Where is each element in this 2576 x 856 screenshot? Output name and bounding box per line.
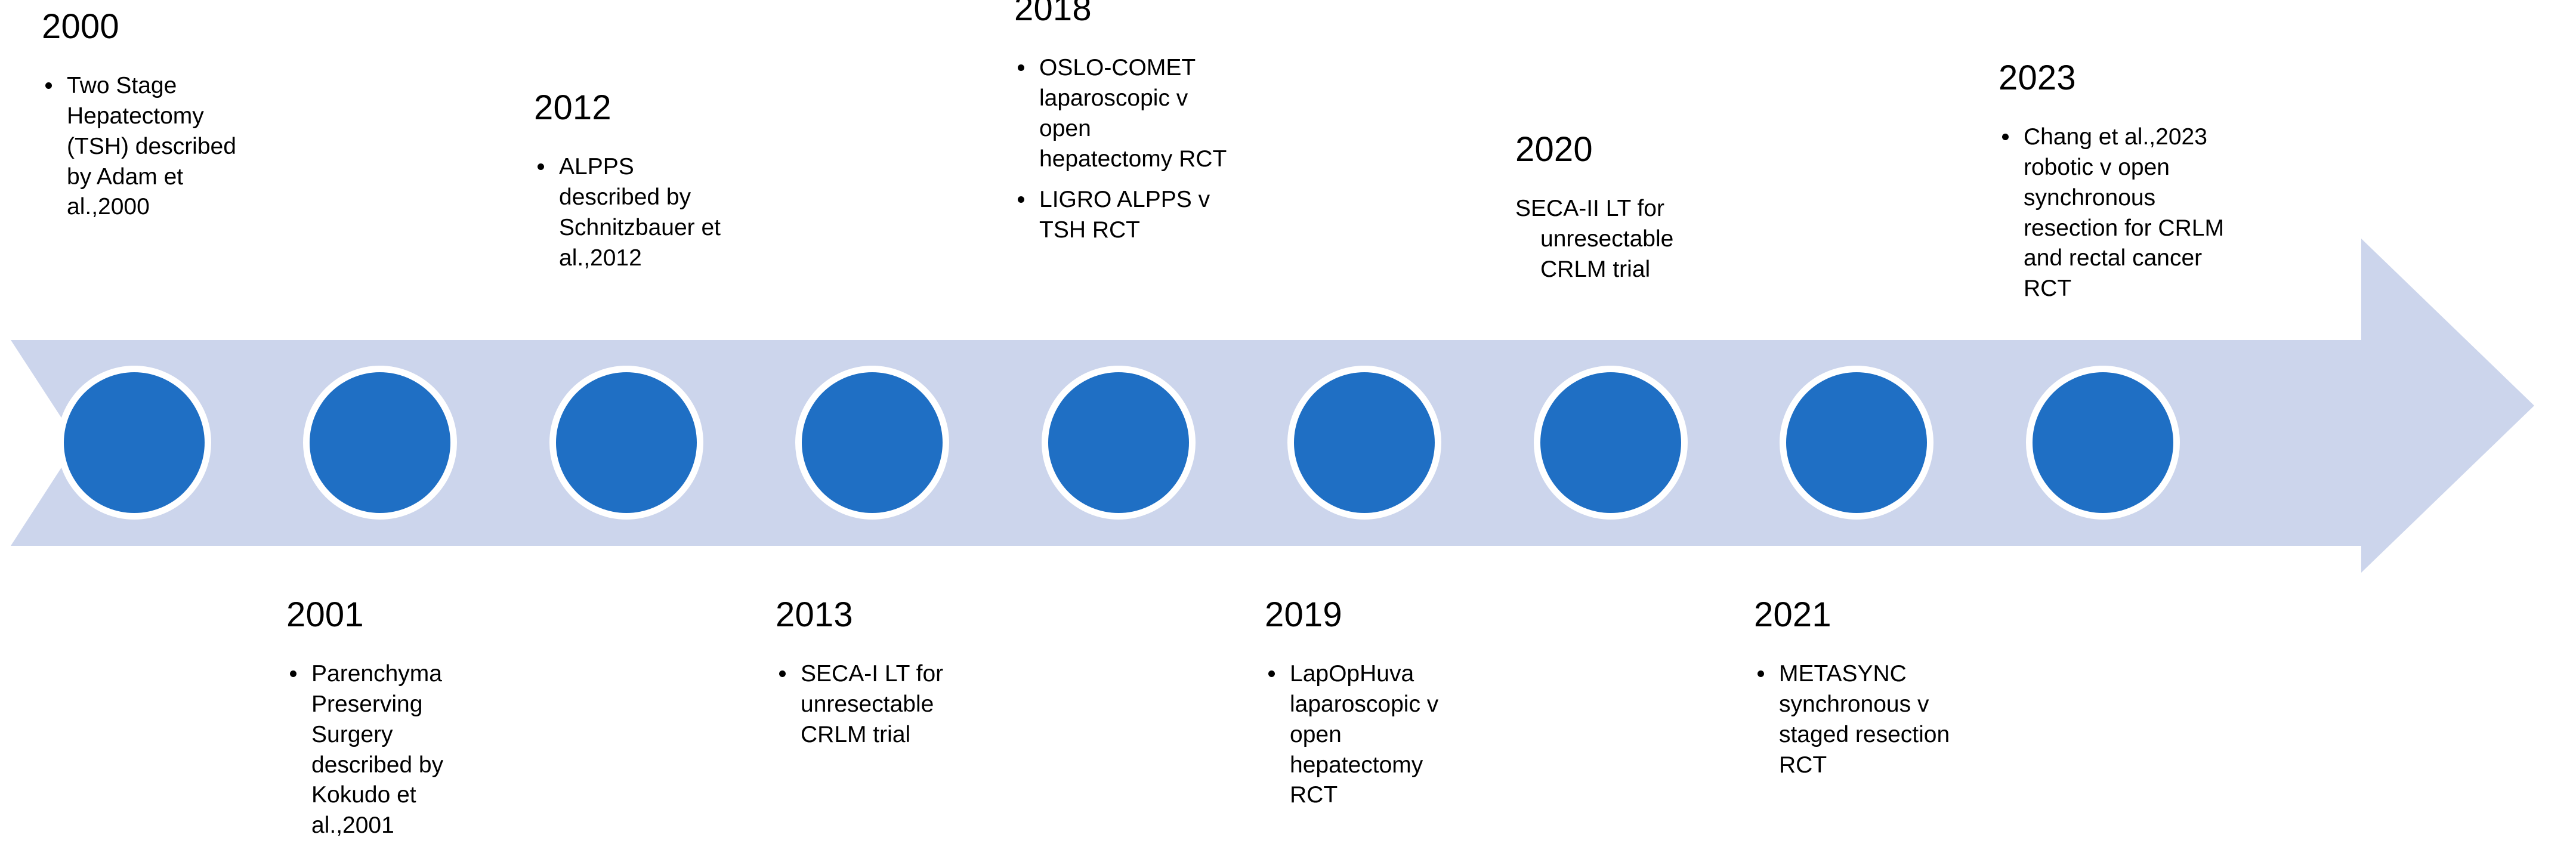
event-year-label: 2013 bbox=[776, 595, 853, 634]
event-item: LIGRO ALPPS v TSH RCT bbox=[1014, 185, 1229, 245]
event-item-list: METASYNC synchronous v staged resection … bbox=[1754, 659, 1952, 780]
event-item-text: LapOpHuva laparoscopic v open hepatectom… bbox=[1290, 661, 1439, 808]
event-item-text: SECA-II LT for unresectable CRLM trial bbox=[1515, 196, 1674, 282]
milestone-node-8[interactable] bbox=[1786, 372, 1927, 513]
event-item-text: Two Stage Hepatectomy (TSH) described by… bbox=[67, 73, 236, 220]
event-item: ALPPS described by Schnitzbauer et al.,2… bbox=[534, 152, 732, 273]
event-item-list: Parenchyma Preserving Surgery described … bbox=[286, 659, 484, 840]
milestone-node-2[interactable] bbox=[310, 372, 450, 513]
event-year-label: 2019 bbox=[1265, 595, 1342, 634]
bullet-icon bbox=[538, 163, 544, 171]
bullet-icon bbox=[2002, 134, 2009, 141]
event-year-label: 2001 bbox=[286, 595, 364, 634]
event-item-text: SECA-I LT for unresectable CRLM trial bbox=[801, 661, 944, 747]
milestone-node-4[interactable] bbox=[802, 372, 943, 513]
milestone-node-1[interactable] bbox=[64, 372, 205, 513]
event-item: OSLO-COMET laparoscopic v open hepatecto… bbox=[1014, 53, 1229, 174]
event-item-list: OSLO-COMET laparoscopic v open hepatecto… bbox=[1014, 53, 1229, 245]
event-item: SECA-II LT for unresectable CRLM trial bbox=[1515, 194, 1713, 285]
event-item-list: Chang et al.,2023 robotic v open synchro… bbox=[1999, 122, 2237, 304]
event-item-list: SECA-II LT for unresectable CRLM trial bbox=[1515, 194, 1713, 285]
event-item: Two Stage Hepatectomy (TSH) described by… bbox=[42, 71, 240, 222]
milestone-node-3[interactable] bbox=[556, 372, 697, 513]
milestone-node-5[interactable] bbox=[1048, 372, 1189, 513]
event-item-text: Parenchyma Preserving Surgery described … bbox=[311, 661, 444, 838]
event-year-label: 2012 bbox=[534, 88, 611, 127]
event-item-text: ALPPS described by Schnitzbauer et al.,2… bbox=[559, 154, 721, 271]
event-item-text: OSLO-COMET laparoscopic v open hepatecto… bbox=[1039, 55, 1227, 172]
bullet-icon bbox=[1018, 64, 1024, 72]
event-year-label: 2018 bbox=[1014, 0, 1092, 28]
event-item-list: Two Stage Hepatectomy (TSH) described by… bbox=[42, 71, 240, 222]
event-item-list: LapOpHuva laparoscopic v open hepatectom… bbox=[1265, 659, 1463, 810]
event-item: Chang et al.,2023 robotic v open synchro… bbox=[1999, 122, 2237, 304]
event-year-label: 2020 bbox=[1515, 130, 1593, 169]
bullet-icon bbox=[1758, 670, 1764, 678]
event-item: METASYNC synchronous v staged resection … bbox=[1754, 659, 1952, 780]
bullet-icon bbox=[779, 670, 786, 678]
event-year-label: 2023 bbox=[1999, 58, 2076, 97]
event-item-text: Chang et al.,2023 robotic v open synchro… bbox=[2024, 124, 2224, 301]
milestone-node-6[interactable] bbox=[1294, 372, 1435, 513]
event-year-label: 2000 bbox=[42, 7, 119, 46]
event-item-list: ALPPS described by Schnitzbauer et al.,2… bbox=[534, 152, 732, 273]
event-item-text: METASYNC synchronous v staged resection … bbox=[1779, 661, 1950, 778]
bullet-icon bbox=[1268, 670, 1275, 678]
event-item: SECA-I LT for unresectable CRLM trial bbox=[776, 659, 974, 750]
event-item-list: SECA-I LT for unresectable CRLM trial bbox=[776, 659, 974, 750]
milestone-node-7[interactable] bbox=[1540, 372, 1681, 513]
bullet-icon bbox=[290, 670, 296, 678]
event-year-label: 2021 bbox=[1754, 595, 1831, 634]
milestone-node-9[interactable] bbox=[2033, 372, 2173, 513]
bullet-icon bbox=[1018, 196, 1024, 203]
event-item: Parenchyma Preserving Surgery described … bbox=[286, 659, 484, 840]
event-item: LapOpHuva laparoscopic v open hepatectom… bbox=[1265, 659, 1463, 810]
event-item-text: LIGRO ALPPS v TSH RCT bbox=[1039, 187, 1210, 243]
bullet-icon bbox=[45, 82, 52, 89]
